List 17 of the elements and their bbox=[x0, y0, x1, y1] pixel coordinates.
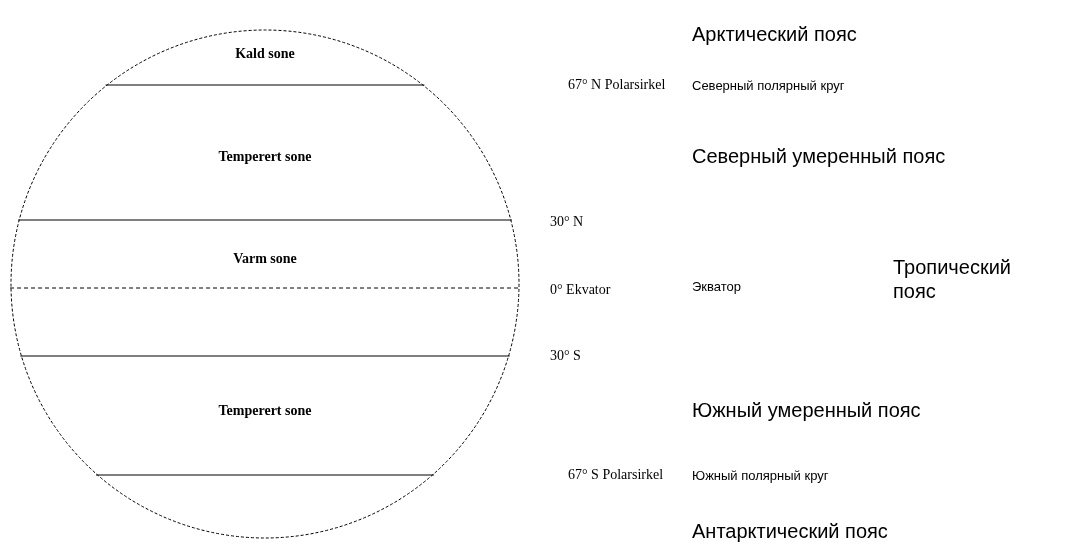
zone-name: Temperert sone bbox=[218, 149, 312, 164]
zone-label: Экватор bbox=[692, 279, 741, 295]
zone-name: Kald sone bbox=[235, 46, 295, 61]
zone-label: Северный полярный круг bbox=[692, 78, 845, 94]
zone-label: 30° N bbox=[550, 213, 584, 231]
zone-name: Varm sone bbox=[233, 251, 297, 266]
zone-label: Южный полярный круг bbox=[692, 468, 829, 484]
zone-name: Temperert sone bbox=[218, 403, 312, 418]
zone-label: 30° S bbox=[550, 347, 581, 365]
zone-label: 0° Ekvator bbox=[550, 281, 611, 299]
zone-label: 67° N Polarsirkel bbox=[568, 76, 666, 94]
zone-label: 67° S Polarsirkel bbox=[568, 466, 664, 484]
zone-label: Северный умеренный пояс bbox=[692, 144, 946, 168]
zone-label: Арктический пояс bbox=[692, 22, 857, 46]
zone-label: Тропический пояс bbox=[893, 255, 1012, 303]
zone-label: Южный умеренный пояс bbox=[692, 398, 921, 422]
zone-label: Антарктический пояс bbox=[692, 519, 888, 543]
